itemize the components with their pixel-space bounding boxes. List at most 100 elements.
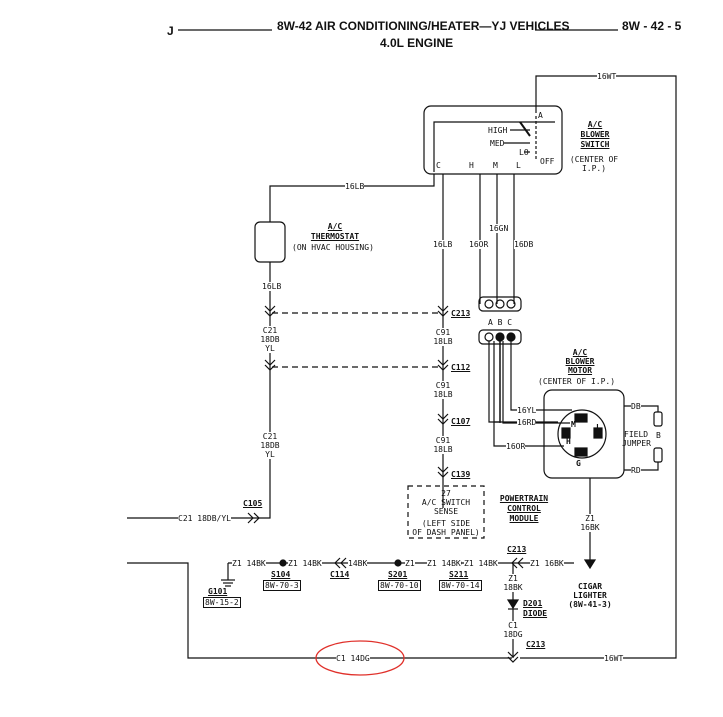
label-16yl: 16YL: [517, 406, 537, 415]
label-z1-18bk-2: 18BK: [501, 583, 525, 592]
label-z1-18bk-1: Z1: [501, 574, 525, 583]
thermostat-title-2: THERMOSTAT: [310, 232, 360, 241]
blower-motor-title-3: MOTOR: [567, 366, 593, 375]
pcm-sense-2: SENSE: [433, 507, 459, 516]
c213-chevron-b: [511, 557, 524, 569]
thermostat-title-1: A/C: [327, 222, 343, 231]
motor-pin-h: H: [566, 437, 571, 446]
label-16db: 16DB: [514, 240, 534, 249]
cigar-lighter-ref: (8W-41-3): [568, 600, 612, 609]
switch-pin-m: M: [493, 161, 498, 170]
label-c1-18dg-1: C1: [501, 621, 525, 630]
connector-c213-a: C213: [451, 309, 471, 318]
splice-s104: S104: [271, 570, 291, 579]
switch-pos-med: MED: [490, 139, 505, 148]
switch-pin-l: L: [516, 161, 521, 170]
diode-title-2: DIODE: [523, 609, 548, 618]
motor-pin-m: M: [571, 420, 576, 429]
switch-pos-off: OFF: [540, 157, 555, 166]
cigar-lighter-title-1: CIGAR: [577, 582, 603, 591]
splice-s201-ref: 8W-70-10: [378, 580, 421, 591]
pcm-loc-2: OF DASH PANEL): [412, 528, 480, 537]
c91-chevron-1: [437, 305, 449, 317]
label-16lb-top: 16LB: [345, 182, 365, 191]
field-jumper-1: FIELD: [624, 430, 649, 439]
pcm-loc-1: (LEFT SIDE: [421, 519, 471, 528]
label-16or: 16OR: [469, 240, 489, 249]
c91-label-b1: C91: [431, 381, 455, 390]
connector-c105: C105: [243, 499, 263, 508]
pcm-title-2: CONTROL: [507, 504, 541, 513]
label-z1-e: Z1 14BK: [464, 559, 498, 568]
thermostat-body: [254, 221, 286, 263]
c21-label-a3: YL: [258, 344, 282, 353]
c91-label-a2: 18LB: [431, 337, 455, 346]
label-z1-16bk-2: 16BK: [578, 523, 602, 532]
splice-g101-ref: 8W-15-2: [203, 597, 241, 608]
motor-pin-g: G: [576, 459, 581, 468]
blower-switch-title-3: SWITCH: [580, 140, 610, 149]
label-16rd: 16RD: [517, 418, 537, 427]
page-title: 8W-42 AIR CONDITIONING/HEATER—YJ VEHICLE…: [277, 19, 570, 33]
cigar-lighter-arrow: [583, 559, 597, 570]
page-number: 8W - 42 - 5: [622, 19, 682, 33]
s104-dot: [279, 559, 287, 567]
annotation-circle: [315, 640, 405, 676]
wire-16or-h: [493, 341, 564, 447]
label-16gn: 16GN: [489, 224, 509, 233]
c91-chevron-4: [437, 466, 449, 478]
c91-chevron-2: [437, 359, 449, 371]
wire-16wt: [520, 75, 677, 659]
c21-label-b1: C21: [258, 432, 282, 441]
blower-motor-location: (CENTER OF I.P.): [538, 377, 616, 386]
wire-rd: [624, 462, 659, 471]
c21-label-b2: 18DB: [258, 441, 282, 450]
connector-c107: C107: [451, 417, 471, 426]
c91-chevron-3: [437, 413, 449, 425]
connector-pins-abc: A B C: [488, 318, 513, 327]
blower-motor-title-2: BLOWER: [565, 357, 595, 366]
label-z1-d: Z1 14BK: [427, 559, 461, 568]
label-rd: RD: [631, 466, 641, 475]
field-jumper-2: JUMPER: [622, 439, 651, 448]
c21-label-b3: YL: [258, 450, 282, 459]
blower-switch-title-1: A/C: [587, 120, 603, 129]
connector-abc-top: [478, 296, 522, 312]
blower-switch-location-1: (CENTER OF: [569, 155, 619, 164]
pcm-title-3: MODULE: [509, 514, 539, 523]
switch-pos-lo: LO: [519, 148, 529, 157]
c21-chevron-2: [264, 359, 276, 371]
s201-dot: [394, 559, 402, 567]
label-z1-f: Z1 16BK: [530, 559, 564, 568]
label-c1-14dg: C1 14DG: [336, 654, 370, 663]
switch-pin-a: A: [538, 111, 543, 120]
c91-label-c2: 18LB: [431, 445, 455, 454]
c91-label-b2: 18LB: [431, 390, 455, 399]
splice-g101: G101: [208, 587, 228, 596]
splice-s201: S201: [388, 570, 408, 579]
switch-pin-h: H: [469, 161, 474, 170]
blower-motor-housing: [543, 389, 625, 479]
c114-chevron: [334, 557, 347, 569]
blower-motor-title-1: A/C: [572, 348, 588, 357]
switch-inner-frame: [433, 121, 555, 172]
c21-label-a2: 18DB: [258, 335, 282, 344]
label-z1-c: 14BK: [348, 559, 368, 568]
c21-chevron-1: [264, 305, 276, 317]
switch-blade: [519, 121, 531, 137]
c105-chevron: [247, 512, 260, 524]
label-16lb-mid: 16LB: [433, 240, 453, 249]
label-c1-18dg-2: 18DG: [501, 630, 525, 639]
connector-c213-c: C213: [526, 640, 546, 649]
label-16wt-bottom: 16WT: [604, 654, 624, 663]
label-c21-bottom: C21 18DB/YL: [178, 514, 231, 523]
c21-label-a1: C21: [258, 326, 282, 335]
motor-pin-l: L: [596, 423, 601, 432]
pcm-title-1: POWERTRAIN: [499, 494, 549, 503]
pcm-pin: 27: [441, 489, 451, 498]
wire-16rd-m: [502, 341, 570, 424]
pcm-sense-1: A/C SWITCH: [421, 498, 471, 507]
label-db: DB: [631, 402, 641, 411]
thermostat-location: (ON HVAC HOUSING): [292, 243, 374, 252]
switch-pin-c: C: [436, 161, 441, 170]
